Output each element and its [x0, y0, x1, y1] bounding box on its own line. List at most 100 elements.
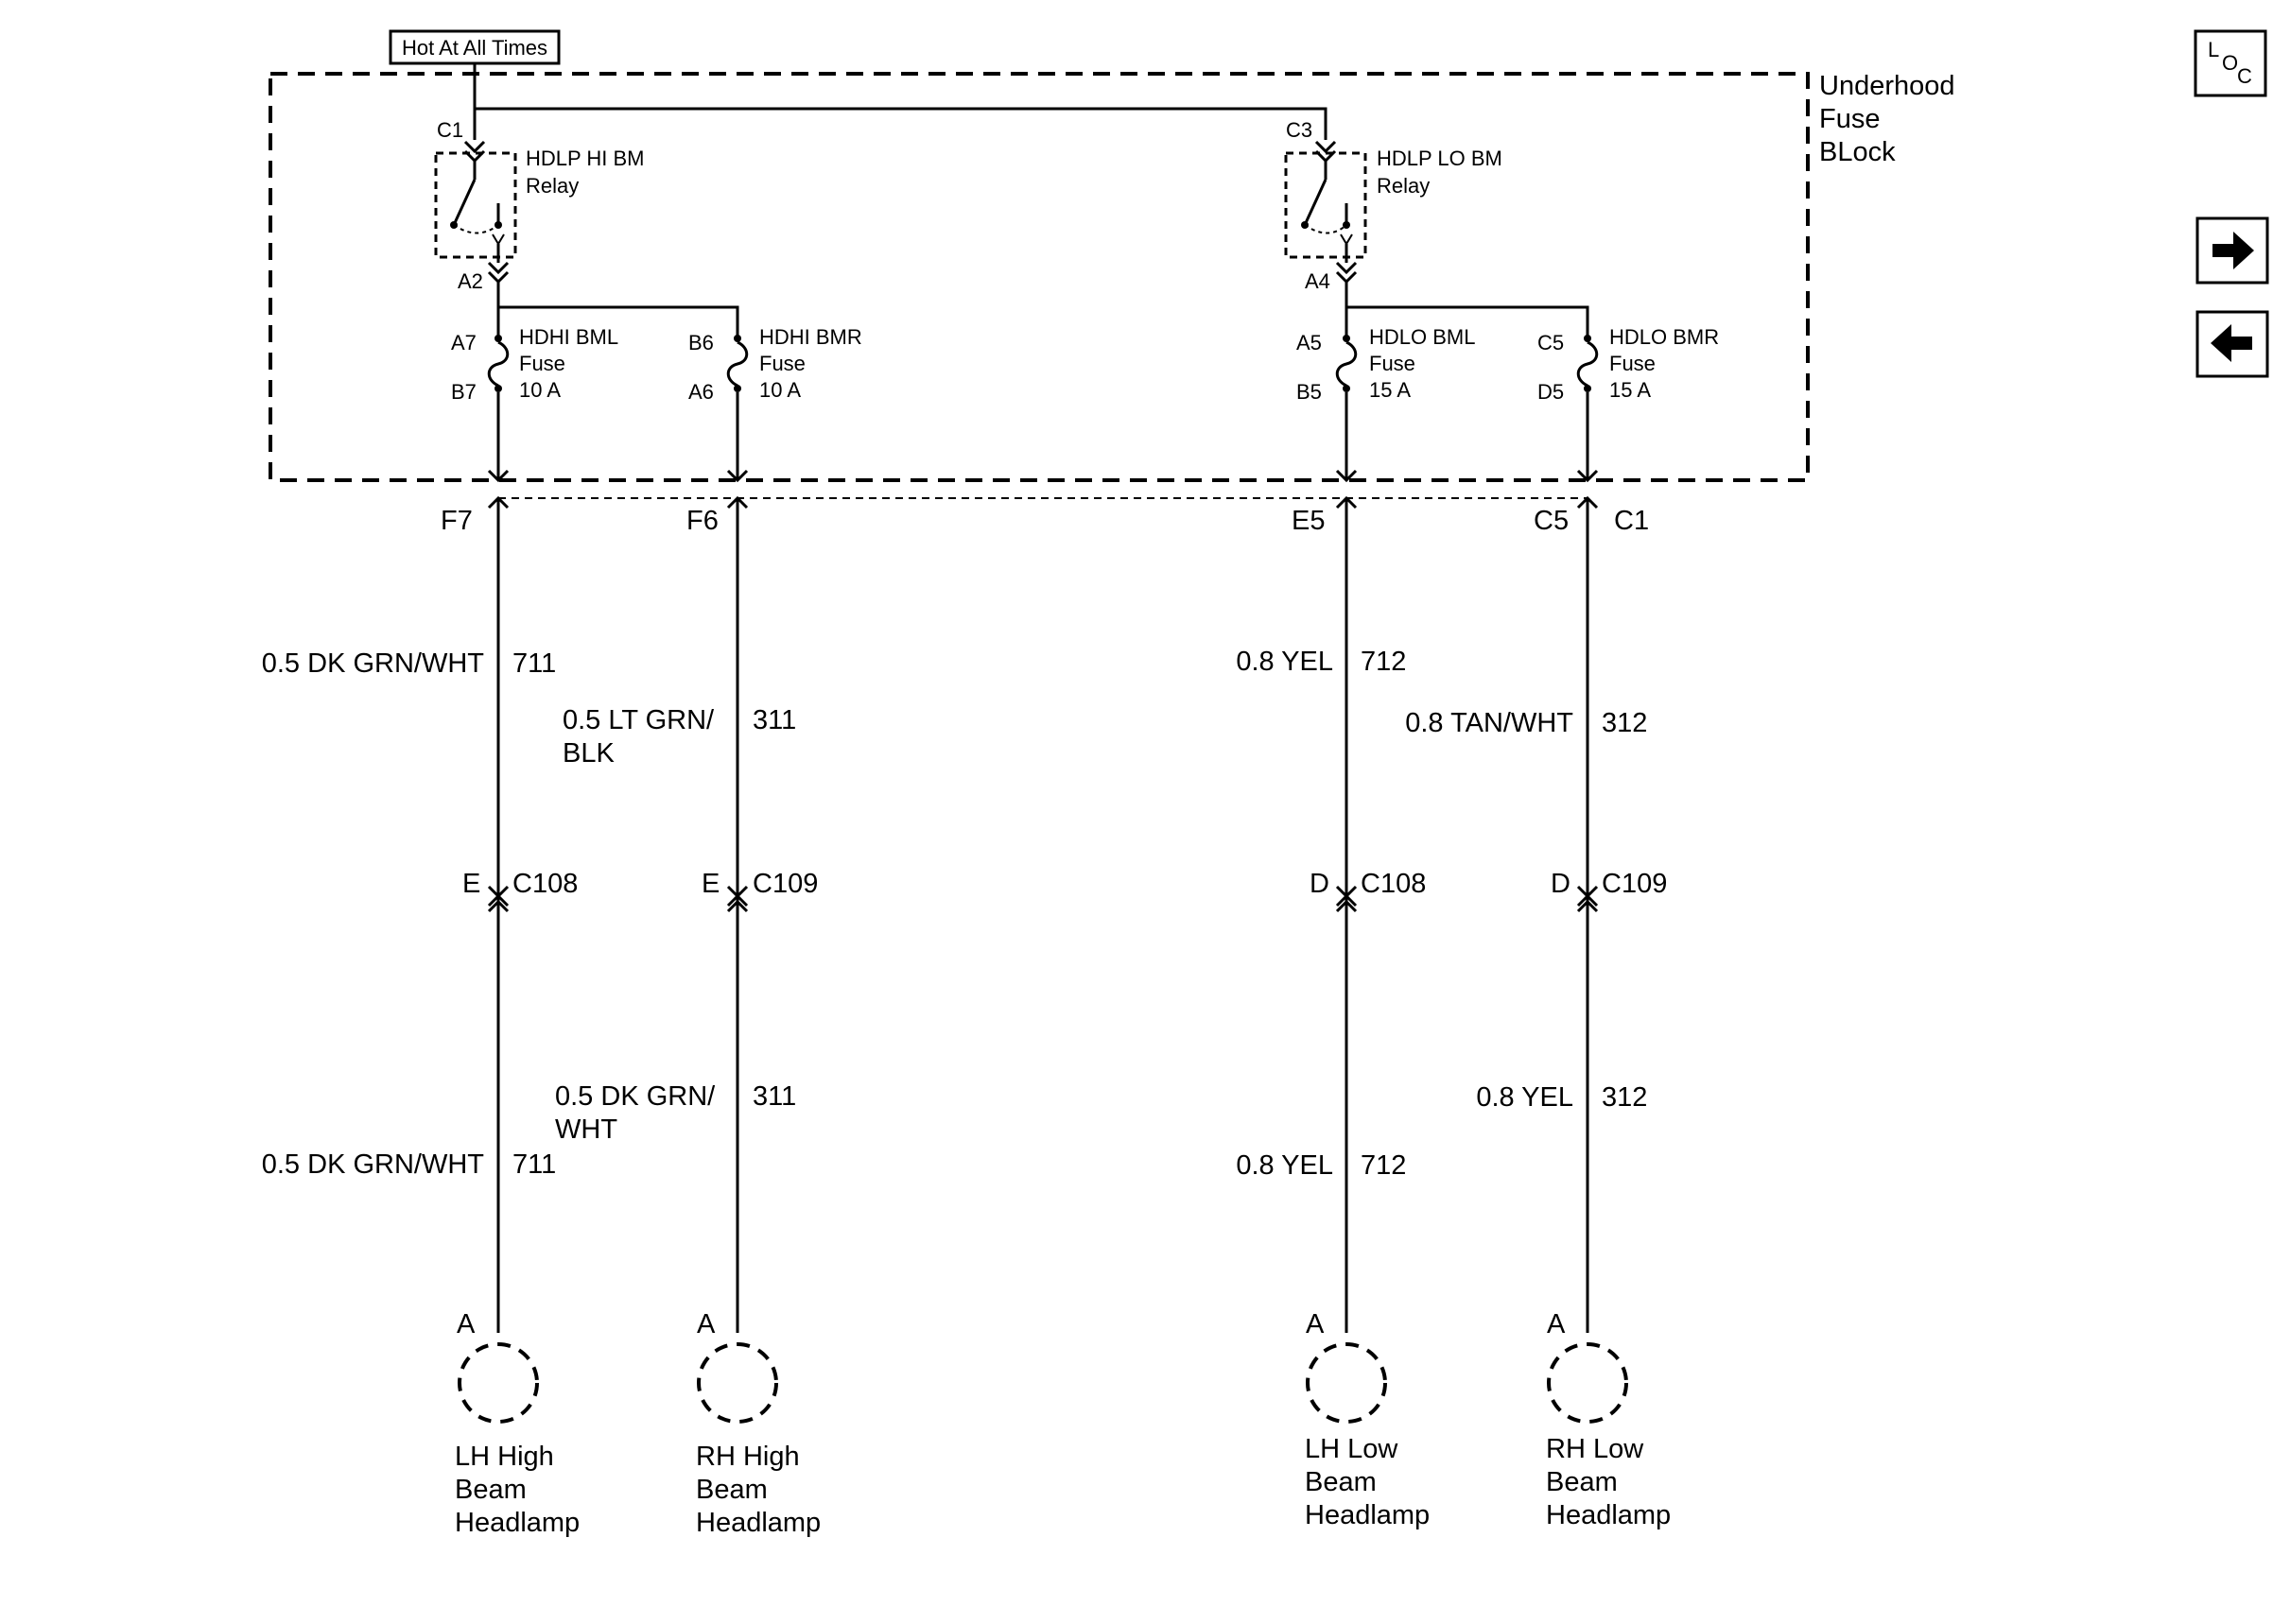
fuse-hdlo-bml: A5 B5 HDLO BML Fuse 15 A — [1296, 307, 1475, 480]
lower-wire-311-circuit: 311 — [753, 1081, 796, 1112]
fuse-hdhi-bmr-out-pin: A6 — [688, 380, 714, 404]
svg-text:Headlamp: Headlamp — [696, 1508, 821, 1538]
hot-at-all-times-text: Hot At All Times — [402, 36, 547, 60]
upper-wire-712-color: 0.8 YEL — [1236, 647, 1333, 677]
inline-connector-symbols — [487, 885, 1599, 913]
fuse-hdlo-bmr-rating: 15 A — [1609, 378, 1651, 402]
rh-high-pin: A — [697, 1309, 716, 1339]
upper-wire-712-circuit: 712 — [1361, 647, 1406, 677]
relay-hi-output-pin: A2 — [458, 269, 483, 293]
relay-lo-connector-label: C3 — [1286, 118, 1312, 142]
fuse-hdlo-bml-type: Fuse — [1369, 352, 1415, 375]
relay-lo-connector-symbol — [1314, 140, 1337, 164]
relay-hi-sub: Relay — [526, 174, 579, 198]
fuse-hdlo-bmr-in-pin: C5 — [1537, 331, 1564, 354]
fuse-hdlo-bmr: C5 D5 HDLO BMR Fuse 15 A — [1537, 325, 1719, 480]
fuse-hdhi-bmr: B6 A6 HDHI BMR Fuse 10 A — [688, 325, 862, 480]
svg-text:LH High: LH High — [455, 1442, 554, 1472]
hot-at-all-times-label: Hot At All Times — [389, 29, 561, 65]
relay-lo-output-connector — [1335, 261, 1358, 285]
hdlp-hi-bm-relay: C1 HDLP HI BM Relay A2 — [434, 118, 739, 336]
lh-high-beam-headlamp: A LH High Beam Headlamp — [455, 1309, 580, 1538]
fuse-hdlo-bml-in-pin: A5 — [1296, 331, 1322, 354]
block-pin-c5: C5 — [1534, 506, 1569, 536]
relay-hi-name: HDLP HI BM — [526, 147, 645, 170]
lamp-icon — [697, 1342, 778, 1424]
relay-hi-connector-symbol — [463, 140, 486, 164]
svg-text:L: L — [2208, 38, 2219, 61]
arrow-left-icon[interactable] — [2195, 310, 2269, 378]
arrow-right-icon[interactable] — [2195, 216, 2269, 285]
relay-lo-sub: Relay — [1377, 174, 1430, 198]
lh-high-pin: A — [457, 1309, 476, 1339]
svg-text:Beam: Beam — [1305, 1467, 1377, 1497]
relay-lo-output-pin: A4 — [1305, 269, 1330, 293]
svg-text:C: C — [2237, 64, 2252, 88]
c108-hi-pin: E — [462, 869, 480, 899]
svg-text:Headlamp: Headlamp — [1546, 1500, 1671, 1530]
upper-wire-311-color-line2: BLK — [563, 738, 615, 769]
fuse-hdhi-bmr-rating: 10 A — [759, 378, 801, 402]
svg-text:Beam: Beam — [696, 1475, 768, 1505]
relay-lo-box — [1284, 151, 1367, 259]
upper-wire-311-circuit: 311 — [753, 705, 796, 735]
lower-wire-712-circuit: 712 — [1361, 1150, 1406, 1181]
rh-low-pin: A — [1547, 1309, 1566, 1339]
relay-hi-box — [434, 151, 517, 259]
lh-low-pin: A — [1306, 1309, 1325, 1339]
lower-wire-711-color: 0.5 DK GRN/WHT — [262, 1149, 485, 1180]
fuse-hdlo-bmr-name: HDLO BMR — [1609, 325, 1719, 349]
rh-low-beam-headlamp: A RH Low Beam Headlamp — [1546, 1309, 1671, 1530]
lower-wire-712-color: 0.8 YEL — [1236, 1150, 1333, 1181]
block-pin-e5: E5 — [1292, 506, 1325, 536]
hdlp-lo-bm-relay: C3 HDLP LO BM Relay A4 — [1284, 118, 1589, 336]
relay-lo-output-wire — [1345, 282, 1589, 336]
fuse-hdhi-bml-type: Fuse — [519, 352, 565, 375]
fuse-hdlo-bml-rating: 15 A — [1369, 378, 1411, 402]
lower-wire-311-color-line1: 0.5 DK GRN/ — [555, 1081, 716, 1112]
c109-lo-connector: C109 — [1602, 869, 1667, 899]
lower-wire-711-circuit: 711 — [512, 1149, 556, 1180]
location-icon[interactable]: L O C — [2194, 29, 2267, 97]
lower-wire-312-circuit: 312 — [1602, 1082, 1647, 1113]
fuse-hdlo-bml-out-pin: B5 — [1296, 380, 1322, 404]
lower-wire-312-color: 0.8 YEL — [1476, 1082, 1573, 1113]
lh-low-beam-headlamp: A LH Low Beam Headlamp — [1305, 1309, 1430, 1530]
block-connector-c1: C1 — [1614, 506, 1649, 536]
block-pin-f6: F6 — [686, 506, 719, 536]
lamp-icon — [1547, 1342, 1628, 1424]
svg-text:RH Low: RH Low — [1546, 1434, 1644, 1464]
upper-wire-312-circuit: 312 — [1602, 708, 1647, 738]
c108-lo-connector: C108 — [1361, 869, 1426, 899]
fuse-hdhi-bml-rating: 10 A — [519, 378, 561, 402]
fuse-hdhi-bmr-in-pin: B6 — [688, 331, 714, 354]
svg-text:Beam: Beam — [1546, 1467, 1618, 1497]
relay-lo-name: HDLP LO BM — [1377, 147, 1502, 170]
underhood-fuse-block-outline — [269, 72, 1810, 482]
lamp-icon — [458, 1342, 539, 1424]
fuse-hdlo-bmr-type: Fuse — [1609, 352, 1656, 375]
upper-wire-711-circuit: 711 — [512, 648, 556, 679]
fuse-block-label-line1: Underhood — [1819, 71, 1955, 101]
svg-text:Headlamp: Headlamp — [1305, 1500, 1430, 1530]
lower-wire-311-color-line2: WHT — [555, 1114, 617, 1145]
block-exit-arrows — [487, 469, 1599, 483]
svg-text:LH Low: LH Low — [1305, 1434, 1398, 1464]
fuse-hdlo-bml-name: HDLO BML — [1369, 325, 1475, 349]
fuse-hdhi-bml: A7 B7 HDHI BML Fuse 10 A — [451, 307, 618, 480]
fuse-hdlo-bmr-out-pin: D5 — [1537, 380, 1564, 404]
upper-wire-711-color: 0.5 DK GRN/WHT — [262, 648, 485, 679]
block-pin-f7: F7 — [441, 506, 473, 536]
relay-hi-connector-label: C1 — [437, 118, 463, 142]
svg-text:O: O — [2222, 51, 2238, 75]
fuse-hdhi-bml-name: HDHI BML — [519, 325, 618, 349]
svg-text:RH High: RH High — [696, 1442, 800, 1472]
svg-text:Beam: Beam — [455, 1475, 527, 1505]
lamp-icon — [1306, 1342, 1387, 1424]
c108-hi-connector: C108 — [512, 869, 578, 899]
c109-hi-connector: C109 — [753, 869, 818, 899]
hot-feed-bus — [473, 63, 1327, 140]
rh-high-beam-headlamp: A RH High Beam Headlamp — [696, 1309, 821, 1538]
fuse-block-label-line2: Fuse — [1819, 104, 1880, 134]
